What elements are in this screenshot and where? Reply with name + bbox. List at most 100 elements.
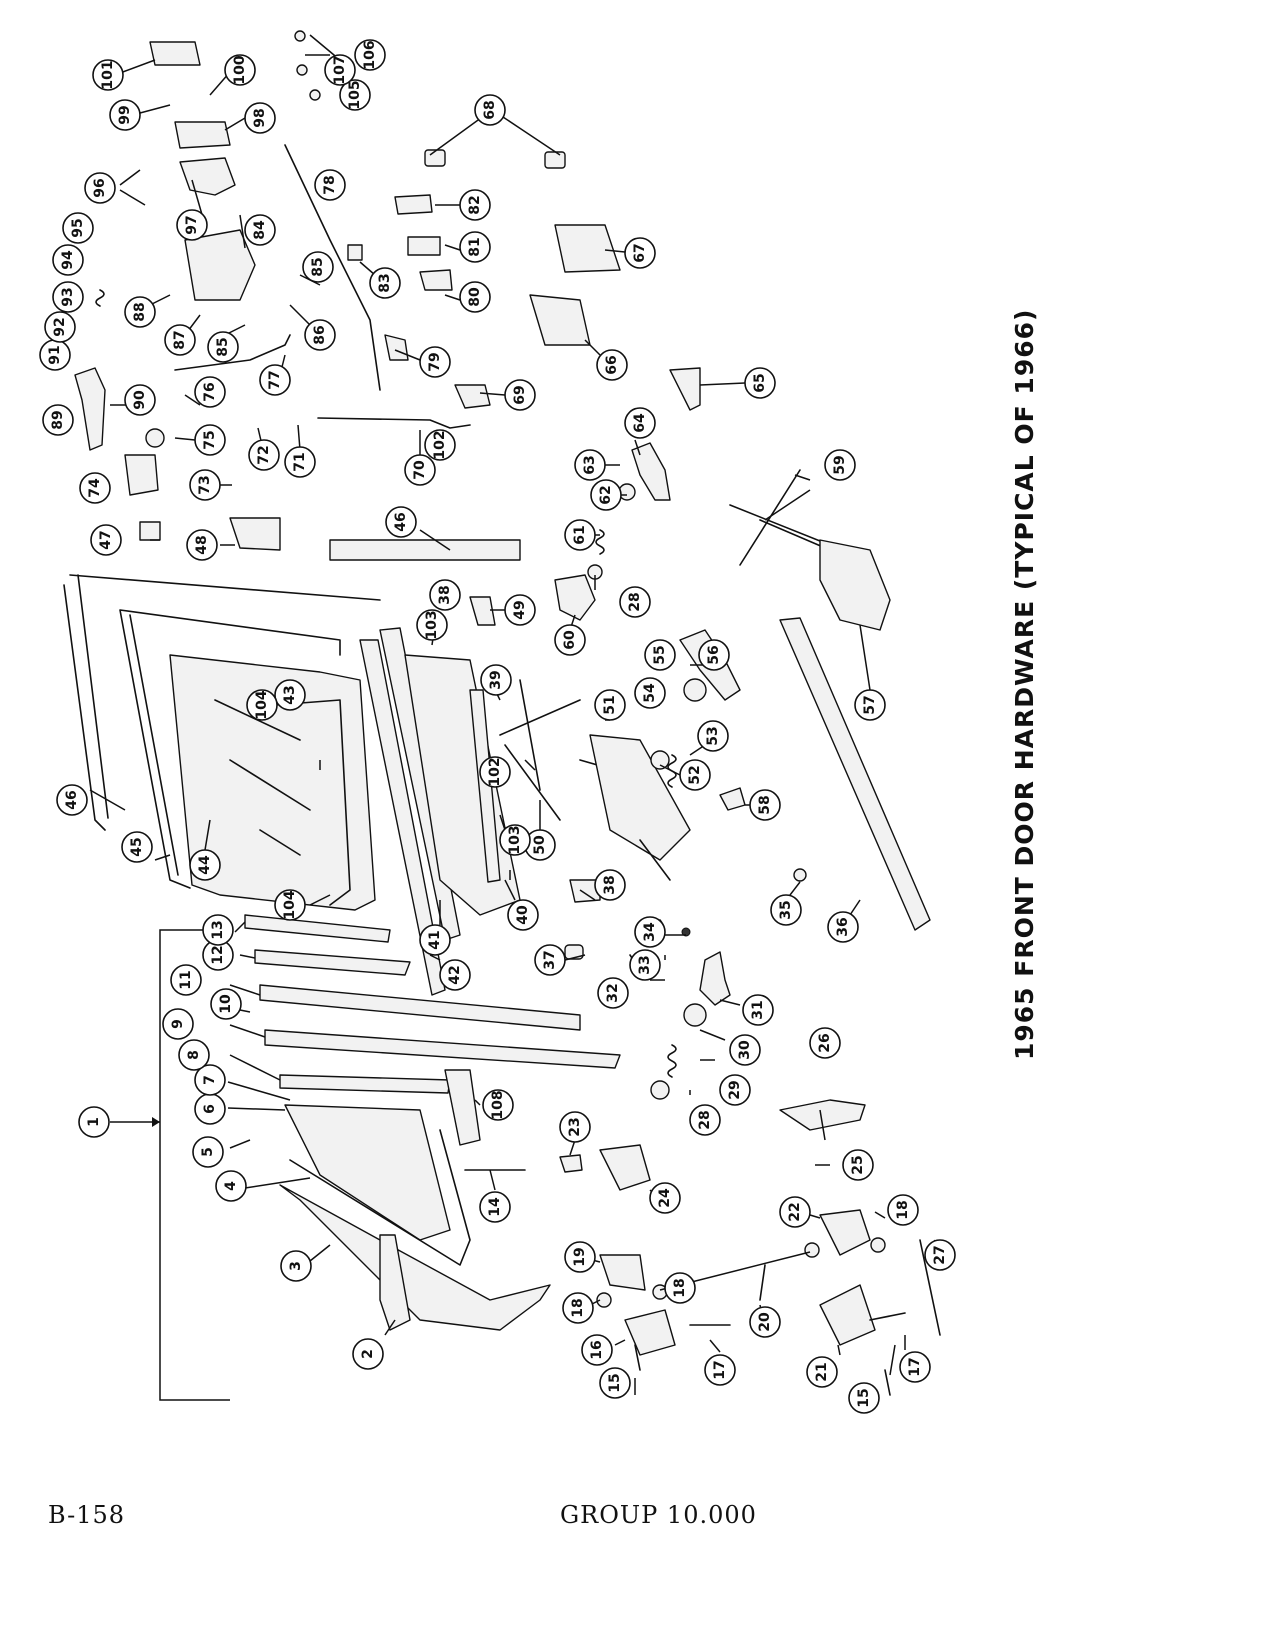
callout: 28	[689, 1104, 721, 1136]
callout: 91	[39, 339, 71, 371]
callout: 52	[679, 759, 711, 791]
callout: 102	[424, 429, 456, 461]
callout: 28	[619, 586, 651, 618]
glass-run-inner	[119, 609, 341, 889]
callout: 27	[924, 1239, 956, 1271]
callout: 79	[419, 346, 451, 378]
callout: 104	[274, 889, 306, 921]
svg-text:81: 81	[467, 237, 483, 256]
svg-text:44: 44	[197, 855, 213, 875]
svg-text:97: 97	[184, 215, 200, 234]
svg-text:94: 94	[60, 250, 76, 270]
svg-text:35: 35	[778, 900, 794, 919]
svg-text:78: 78	[322, 175, 338, 194]
svg-text:76: 76	[202, 382, 218, 401]
callout: 71	[284, 446, 316, 478]
svg-text:99: 99	[117, 105, 133, 124]
callout: 30	[729, 1034, 761, 1066]
callout: 8	[178, 1039, 210, 1071]
callout: 68	[474, 94, 506, 126]
svg-text:104: 104	[254, 690, 270, 719]
svg-text:89: 89	[50, 410, 66, 429]
svg-text:102: 102	[432, 430, 448, 459]
svg-text:73: 73	[197, 475, 213, 494]
svg-text:38: 38	[437, 585, 453, 604]
callout: 80	[459, 281, 491, 313]
svg-text:54: 54	[642, 683, 658, 703]
callout: 85	[302, 251, 334, 283]
callout: 108	[482, 1089, 514, 1121]
svg-text:53: 53	[705, 726, 721, 745]
svg-text:46: 46	[64, 790, 80, 809]
callout: 72	[248, 439, 280, 471]
svg-text:45: 45	[129, 837, 145, 856]
svg-text:103: 103	[507, 825, 523, 854]
callout: 104	[246, 689, 278, 721]
svg-text:86: 86	[312, 325, 328, 344]
svg-text:90: 90	[132, 390, 148, 410]
callout: 93	[52, 281, 84, 313]
svg-text:28: 28	[627, 592, 643, 611]
callout: 32	[597, 977, 629, 1009]
callout: 17	[704, 1354, 736, 1386]
svg-text:28: 28	[697, 1110, 713, 1129]
bracket-group-1	[159, 929, 230, 1401]
svg-text:64: 64	[632, 413, 648, 433]
svg-text:38: 38	[602, 875, 618, 894]
callout: 48	[186, 529, 218, 561]
svg-text:19: 19	[572, 1247, 588, 1266]
svg-text:59: 59	[832, 455, 848, 474]
svg-text:63: 63	[582, 455, 598, 474]
callout: 99	[109, 99, 141, 131]
svg-text:51: 51	[602, 695, 618, 714]
callout: 2	[352, 1338, 384, 1370]
callout: 84	[244, 214, 276, 246]
svg-text:25: 25	[850, 1155, 866, 1174]
svg-text:79: 79	[427, 352, 443, 371]
svg-text:37: 37	[542, 950, 558, 969]
svg-text:18: 18	[672, 1278, 688, 1297]
svg-text:11: 11	[178, 970, 194, 989]
svg-text:93: 93	[60, 287, 76, 306]
svg-text:47: 47	[98, 530, 114, 549]
callout: 67	[624, 237, 656, 269]
callout: 94	[52, 244, 84, 276]
svg-text:102: 102	[487, 757, 503, 786]
callouts: 1 2 3 4 5 6 7 8 9 10 11 12 13 14 15 15 1…	[39, 39, 956, 1414]
callout: 103	[499, 824, 531, 856]
callout: 58	[749, 789, 781, 821]
svg-text:95: 95	[70, 218, 86, 237]
callout: 105	[339, 79, 371, 111]
callout: 16	[581, 1334, 613, 1366]
callout: 66	[596, 349, 628, 381]
inside-handle	[74, 367, 106, 451]
callout: 20	[749, 1306, 781, 1338]
svg-text:48: 48	[194, 535, 210, 554]
svg-text:84: 84	[252, 220, 268, 240]
svg-text:68: 68	[482, 100, 498, 119]
svg-text:18: 18	[895, 1200, 911, 1219]
callout: 73	[189, 469, 221, 501]
callout: 13	[202, 914, 234, 946]
callout: 10	[210, 988, 242, 1020]
callout: 95	[62, 212, 94, 244]
svg-text:85: 85	[215, 337, 231, 356]
svg-text:69: 69	[512, 385, 528, 404]
callout: 33	[629, 949, 661, 981]
svg-text:104: 104	[282, 890, 298, 919]
callout: 74	[79, 472, 111, 504]
svg-text:10: 10	[218, 994, 234, 1014]
callout: 86	[304, 319, 336, 351]
svg-text:21: 21	[814, 1362, 830, 1381]
lock-bezel	[529, 294, 591, 346]
svg-text:23: 23	[567, 1117, 583, 1136]
svg-text:22: 22	[787, 1202, 803, 1221]
svg-text:13: 13	[210, 920, 226, 939]
svg-text:12: 12	[210, 945, 226, 964]
callout: 18	[887, 1194, 919, 1226]
svg-text:17: 17	[907, 1357, 923, 1376]
svg-text:2: 2	[360, 1349, 376, 1359]
callout: 15	[599, 1367, 631, 1399]
callout: 54	[634, 677, 666, 709]
callout: 38	[594, 869, 626, 901]
